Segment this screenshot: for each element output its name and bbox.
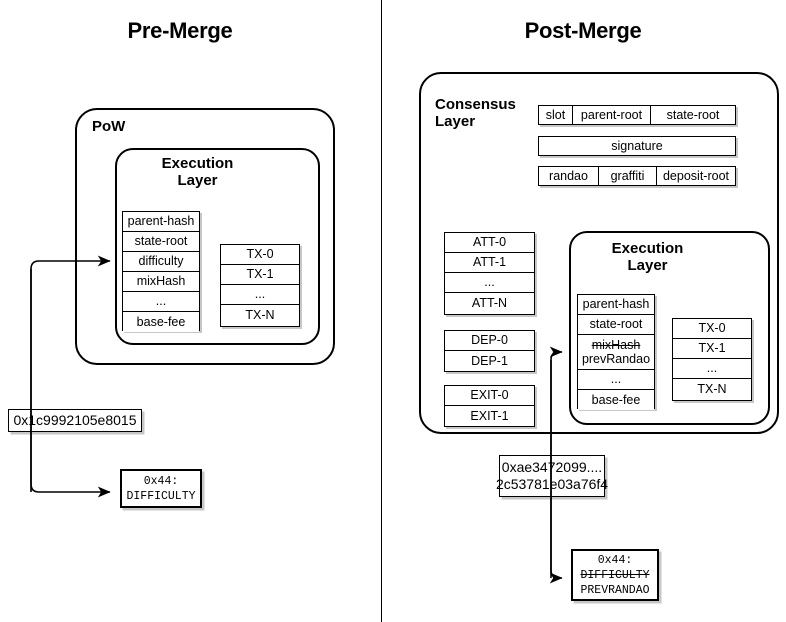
attestation-list: ATT-0 ATT-1 ... ATT-N [444, 232, 535, 315]
field-prevrandao: prevRandao [581, 352, 651, 366]
tx-item-ellipsis: ... [221, 285, 299, 305]
field-difficulty: difficulty [123, 252, 199, 272]
pre-header-fields: parent-hash state-root difficulty mixHas… [122, 211, 200, 332]
exit-item-1: EXIT-1 [445, 406, 534, 426]
post-opcode-number: 0x44: [597, 553, 633, 567]
field-parent-root: parent-root [573, 106, 651, 124]
pre-transaction-list: TX-0 TX-1 ... TX-N [220, 244, 300, 327]
field-ellipsis: ... [123, 292, 199, 312]
field-ellipsis: ... [578, 370, 654, 390]
deposit-list: DEP-0 DEP-1 [444, 330, 535, 372]
field-randao: randao [539, 167, 599, 185]
tx-item-n: TX-N [221, 305, 299, 325]
post-hash-line1: 0xae3472099.... [501, 459, 603, 475]
post-header-fields: parent-hash state-root mixHash prevRanda… [577, 294, 655, 410]
tx-item-0: TX-0 [221, 245, 299, 265]
field-graffiti: graffiti [599, 167, 657, 185]
exit-item-0: EXIT-0 [445, 386, 534, 406]
field-state-root: state-root [666, 108, 720, 122]
tx-item-1: TX-1 [673, 339, 751, 359]
pow-label: PoW [92, 118, 126, 135]
field-deposit-root: deposit-root [662, 169, 729, 183]
page-title-post-merge: Post-Merge [524, 18, 642, 43]
pre-opcode-number: 0x44: [143, 474, 179, 488]
post-opcode-name-struck: DIFFICULTY [580, 568, 650, 582]
dep-item-0: DEP-0 [445, 331, 534, 351]
post-opcode-box: 0x44: DIFFICULTY PREVRANDAO [571, 549, 659, 601]
post-hash-label: 0xae3472099.... 2c53781e03a76f4 [495, 455, 609, 497]
pre-opcode-box: 0x44: DIFFICULTY [120, 469, 202, 508]
post-execution-layer-label: Execution Layer [611, 240, 684, 274]
page-title-pre-merge: Pre-Merge [127, 18, 233, 43]
consensus-layer-label: Consensus Layer [435, 96, 516, 130]
consensus-row-3: randao graffiti deposit-root [538, 166, 736, 186]
field-mixhash: mixHash [123, 272, 199, 292]
field-parent-hash: parent-hash [123, 212, 199, 232]
panel-divider [381, 0, 383, 622]
tx-item-ellipsis: ... [673, 359, 751, 379]
pre-execution-layer-label: Execution Layer [161, 155, 234, 189]
pre-opcode-name: DIFFICULTY [126, 489, 196, 503]
field-mixhash-prevrandao: mixHash prevRandao [578, 335, 654, 370]
att-item-ellipsis: ... [445, 273, 534, 293]
post-opcode-name-new: PREVRANDAO [580, 583, 650, 597]
field-mixhash-struck: mixHash [591, 338, 641, 352]
dep-item-1: DEP-1 [445, 351, 534, 371]
att-item-1: ATT-1 [445, 253, 534, 273]
post-transaction-list: TX-0 TX-1 ... TX-N [672, 318, 752, 401]
tx-item-1: TX-1 [221, 265, 299, 285]
field-state-root: state-root [578, 315, 654, 335]
att-item-n: ATT-N [445, 293, 534, 313]
post-hash-line2: 2c53781e03a76f4 [495, 476, 609, 492]
exit-list: EXIT-0 EXIT-1 [444, 385, 535, 427]
field-base-fee: base-fee [578, 390, 654, 410]
consensus-row-2: signature [538, 136, 736, 156]
pre-hash-value: 0x1c9992105e8015 [13, 412, 137, 428]
att-item-0: ATT-0 [445, 233, 534, 253]
tx-item-n: TX-N [673, 379, 751, 399]
field-signature: signature [611, 139, 663, 153]
field-base-fee: base-fee [123, 312, 199, 332]
consensus-row-1: slot parent-root state-root [538, 105, 736, 125]
tx-item-0: TX-0 [673, 319, 751, 339]
pre-hash-label: 0x1c9992105e8015 [8, 409, 142, 432]
field-parent-hash: parent-hash [578, 295, 654, 315]
field-state-root: state-root [123, 232, 199, 252]
field-slot: slot [539, 106, 573, 124]
